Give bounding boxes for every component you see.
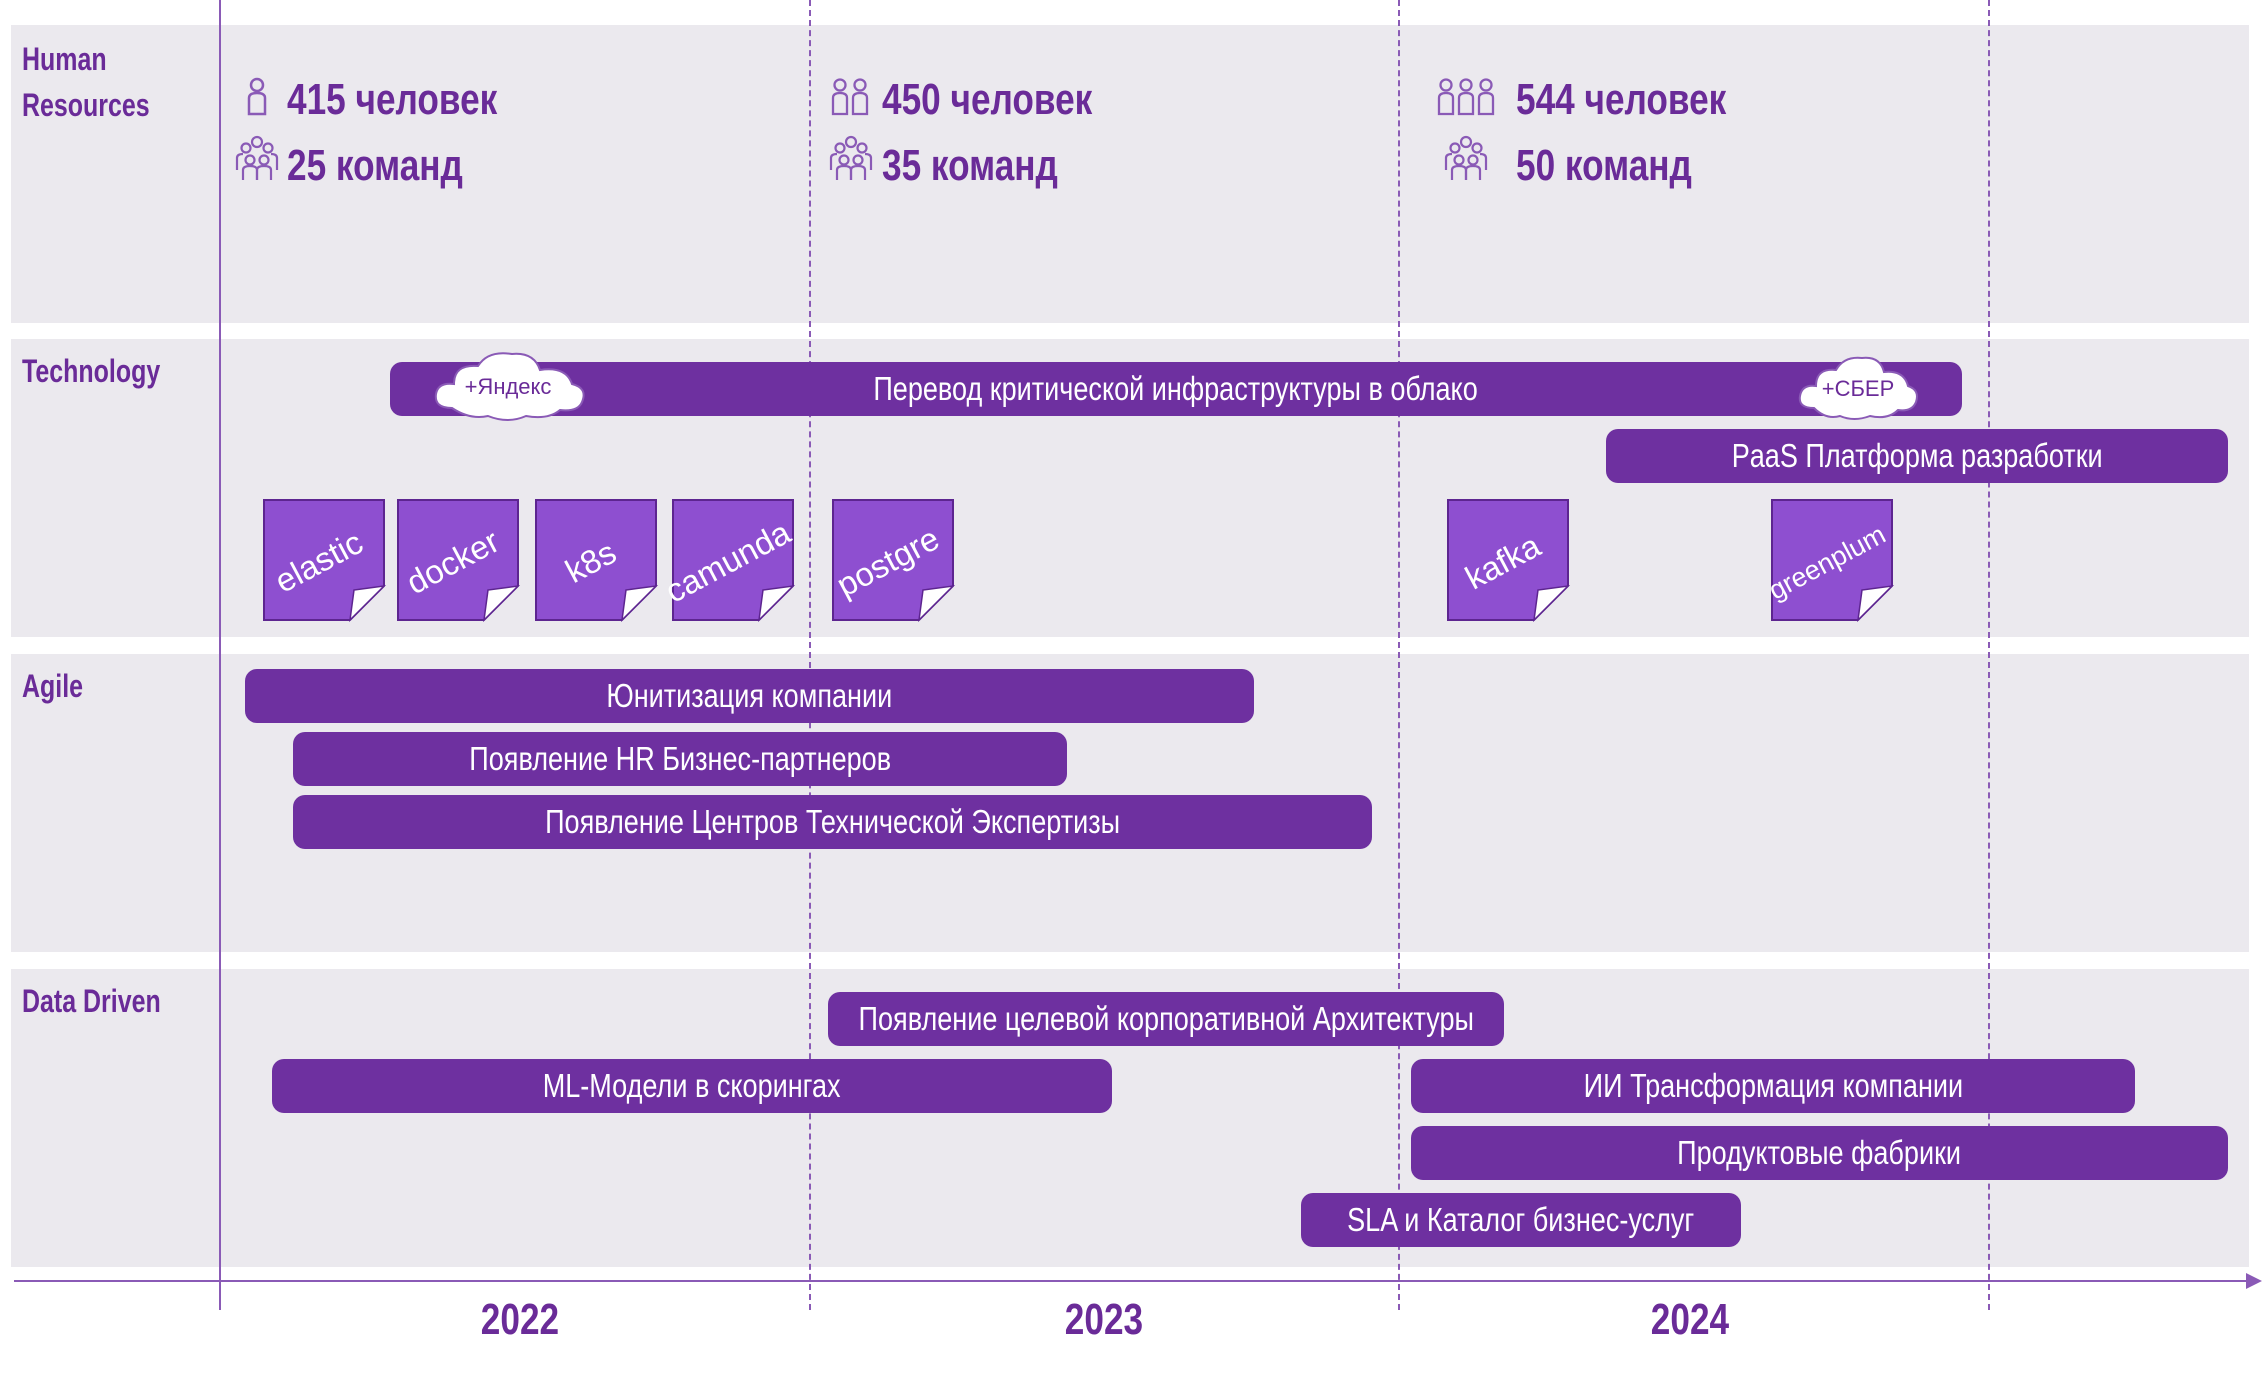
agile-bar-hr-business-partners: Появление HR Бизнес-партнеров bbox=[293, 732, 1067, 786]
sticky-note-fold bbox=[348, 584, 387, 623]
row-label-data-driven: Data Driven bbox=[22, 983, 161, 1019]
data-bar-sla-catalog: SLA и Каталог бизнес-услуг bbox=[1301, 1193, 1741, 1247]
team-icon bbox=[829, 135, 873, 180]
sticky-note-fold bbox=[757, 584, 796, 623]
tech-note-kafka: kafka bbox=[1447, 499, 1571, 623]
team-icon bbox=[1444, 135, 1488, 180]
row-label-technology: Technology bbox=[22, 353, 161, 389]
year-divider-2022-2023 bbox=[809, 0, 811, 1310]
hr-2022-teams: 25 команд bbox=[287, 141, 463, 190]
data-bar-target-architecture: Появление целевой корпоративной Архитект… bbox=[828, 992, 1504, 1046]
year-divider-2023-2024 bbox=[1398, 0, 1400, 1310]
cloud-label-yandex: +Яндекс bbox=[464, 374, 552, 399]
sticky-note-fold bbox=[1532, 584, 1571, 623]
agile-bar-unitization: Юнитизация компании bbox=[245, 669, 1254, 723]
paas-platform-bar: PaaS Платформа разработки bbox=[1606, 429, 2228, 483]
person-icon bbox=[247, 77, 267, 116]
axis-arrow-icon bbox=[2246, 1273, 2262, 1289]
hr-2023-people: 450 человек bbox=[882, 75, 1093, 124]
timeline-axis bbox=[14, 1280, 2250, 1282]
sticky-note-fold bbox=[482, 584, 521, 623]
cloud-migration-bar: Перевод критической инфраструктуры в обл… bbox=[390, 362, 1962, 416]
agile-bar-technical-expertise-centers: Появление Центров Технической Экспертизы bbox=[293, 795, 1372, 849]
hr-2023-teams: 35 команд bbox=[882, 141, 1058, 190]
row-label-agile: Agile bbox=[22, 668, 84, 704]
tech-note-docker: docker bbox=[397, 499, 521, 623]
data-bar-ai-transformation: ИИ Трансформация компании bbox=[1411, 1059, 2135, 1113]
data-bar-ml-scoring: ML-Модели в скорингах bbox=[272, 1059, 1112, 1113]
tech-note-k8s: k8s bbox=[535, 499, 659, 623]
tech-note-camunda: camunda bbox=[659, 499, 797, 623]
cloud-label-sber: +СБЕР bbox=[1821, 376, 1895, 401]
tech-note-greenplum: greenplum bbox=[1764, 499, 1895, 623]
year-label-2023: 2023 bbox=[1064, 1295, 1144, 1344]
data-bar-product-factories: Продуктовые фабрики bbox=[1411, 1126, 2228, 1180]
year-divider-2024-end bbox=[1988, 0, 1990, 1310]
sticky-note-fold bbox=[917, 584, 956, 623]
sticky-note-fold bbox=[620, 584, 659, 623]
people-group-icon bbox=[1437, 78, 1495, 116]
sticky-note-fold bbox=[1856, 584, 1895, 623]
people-pair-icon bbox=[831, 78, 869, 116]
band-human-resources bbox=[11, 25, 2249, 323]
timeline-start-line bbox=[219, 0, 221, 1310]
hr-2024-people: 544 человек bbox=[1516, 75, 1727, 124]
row-label-human-resources: Human Resources bbox=[22, 41, 150, 123]
tech-note-elastic: elastic bbox=[263, 499, 387, 623]
year-label-2024: 2024 bbox=[1650, 1295, 1730, 1344]
tech-note-postgre: postgre bbox=[830, 499, 956, 623]
cloud-icon bbox=[1798, 356, 1918, 420]
team-icon bbox=[235, 135, 279, 180]
cloud-icon bbox=[434, 352, 585, 421]
year-label-2022: 2022 bbox=[480, 1295, 560, 1344]
hr-2022-people: 415 человек bbox=[287, 75, 498, 124]
hr-2024-teams: 50 команд bbox=[1516, 141, 1692, 190]
